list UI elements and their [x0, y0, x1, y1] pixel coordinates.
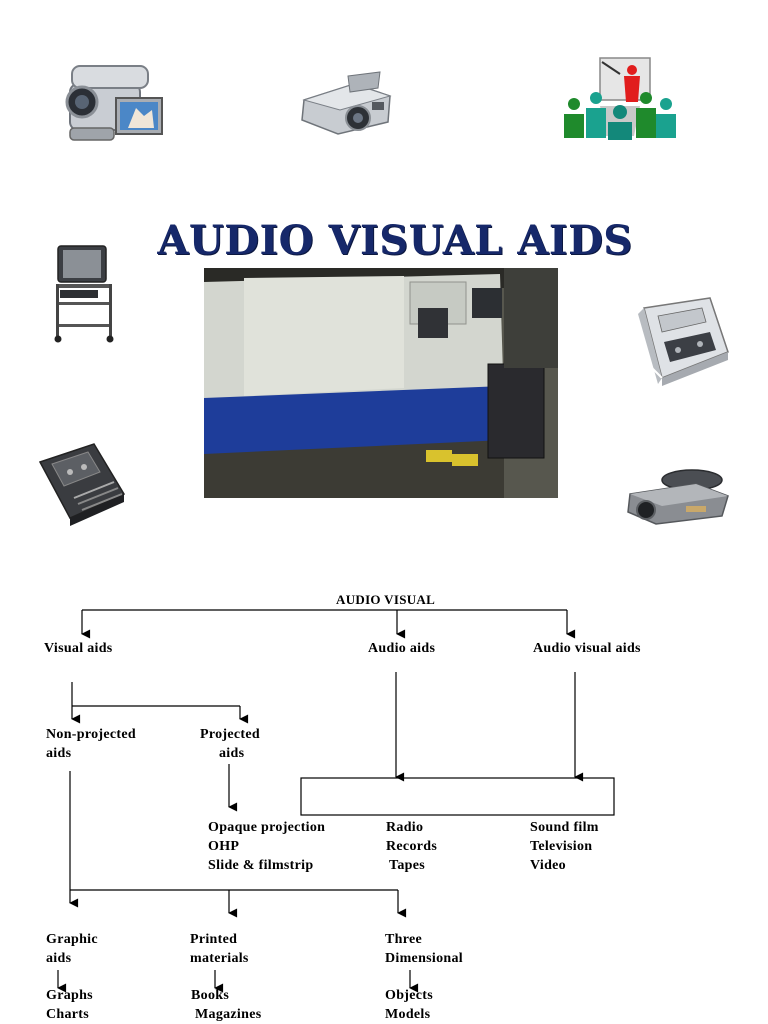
list-item: Tapes: [389, 858, 426, 873]
slide-projector-icon: [627, 469, 729, 525]
list-item: Opaque projection: [208, 820, 326, 835]
tape-player-icon: [38, 443, 126, 526]
audio-aids-label: Audio aids: [368, 641, 436, 656]
projector-icon: [301, 71, 392, 135]
list-item: Magazines: [195, 1007, 262, 1022]
list-item: Video: [530, 858, 566, 873]
graphic-aids-items: Graphs Charts: [46, 986, 93, 1024]
list-item: Books: [191, 988, 230, 1003]
non-projected-aids-label: Non-projected aids: [46, 727, 136, 761]
list-item: Graphs: [46, 988, 93, 1003]
printed-materials-items: Books Magazines: [191, 986, 261, 1024]
av-items-list: Sound film Television Video: [530, 818, 599, 875]
list-item: OHP: [208, 839, 240, 854]
list-item: Charts: [46, 1007, 90, 1022]
audio-items-list: Radio Records Tapes: [386, 818, 437, 875]
three-dimensional-items: Objects Models: [385, 986, 433, 1024]
list-item: Models: [385, 1007, 431, 1022]
audio-visual-aids-label: Audio visual aids: [533, 641, 641, 656]
list-item: Records: [386, 839, 438, 854]
video-camera-icon: [65, 65, 163, 141]
diagram-root-label: AUDIO VISUAL: [336, 592, 436, 607]
page-title: AUDIO VISUAL AIDS: [157, 216, 633, 264]
printed-materials-heading: Printed materials: [190, 932, 249, 966]
classroom-machine-photo: [204, 268, 558, 498]
projected-aids-label: Projected aids: [200, 727, 260, 761]
cassette-recorder-icon: [638, 297, 729, 386]
teacher-presentation-icon: [564, 57, 676, 140]
three-dimensional-heading: Three Dimensional: [385, 932, 463, 966]
list-item: Television: [530, 839, 593, 854]
graphic-aids-heading: Graphic aids: [46, 932, 98, 966]
visual-aids-label: Visual aids: [44, 641, 113, 656]
list-item: Sound film: [530, 820, 599, 835]
television-cart-icon: [54, 245, 114, 343]
list-item: Radio: [386, 820, 424, 835]
list-item: Objects: [385, 988, 433, 1003]
projected-items-list: Opaque projection OHP Slide & filmstrip: [208, 818, 325, 875]
list-item: Slide & filmstrip: [208, 858, 314, 873]
